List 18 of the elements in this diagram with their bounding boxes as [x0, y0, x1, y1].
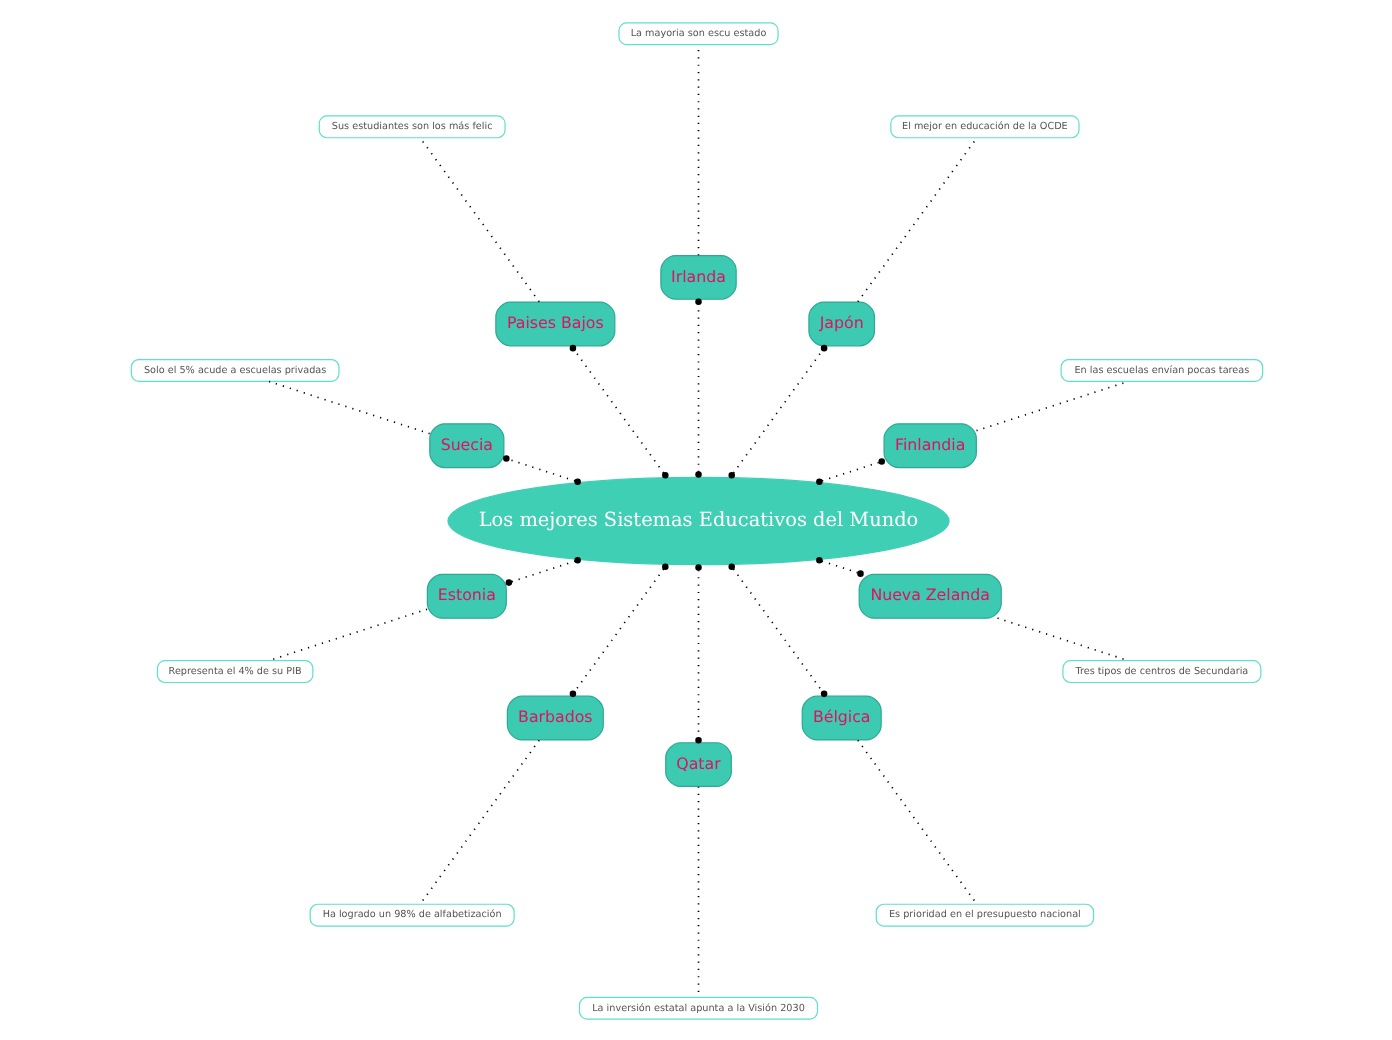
connector [267, 379, 430, 434]
connector [568, 343, 668, 478]
connector [974, 379, 1128, 431]
connector [856, 738, 977, 904]
connector [504, 556, 580, 585]
connector [815, 556, 863, 576]
connector [568, 562, 668, 697]
connector [418, 136, 540, 302]
connector [694, 297, 701, 477]
connector [502, 454, 580, 484]
connector [696, 784, 699, 997]
connector [815, 457, 884, 484]
connector [418, 738, 540, 904]
connector [694, 563, 701, 743]
connector [856, 136, 977, 302]
connector [995, 616, 1129, 661]
connector [727, 343, 827, 478]
connector [727, 562, 827, 697]
